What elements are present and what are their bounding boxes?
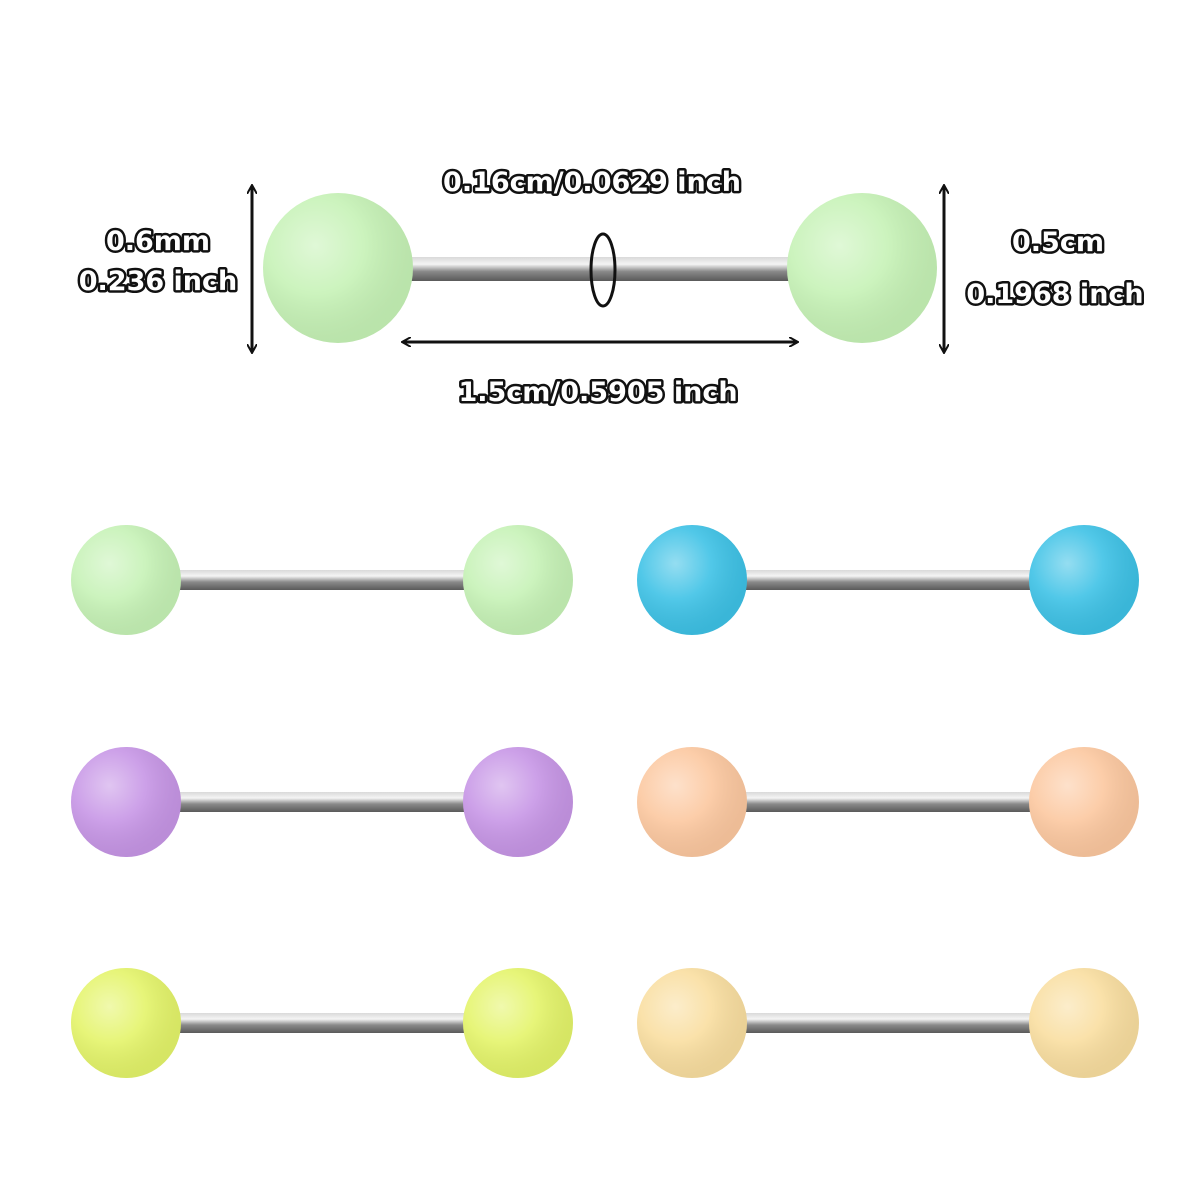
ball-shine xyxy=(71,747,181,857)
left-ball-mm-label: 0.6mm xyxy=(106,226,210,257)
barbell-green xyxy=(71,525,573,635)
bar xyxy=(166,792,478,812)
ball-shine xyxy=(1029,747,1139,857)
ball-shine xyxy=(463,968,573,1078)
ball-shine xyxy=(71,968,181,1078)
right-ball-inch-label: 0.1968 inch xyxy=(966,279,1143,310)
ball-shine xyxy=(71,525,181,635)
ball-shine xyxy=(637,525,747,635)
left-ball-inch-label: 0.236 inch xyxy=(79,266,238,297)
bar xyxy=(732,792,1044,812)
ring-gauge-label: 0.16cm/0.0629 inch xyxy=(443,167,741,198)
bar xyxy=(400,257,800,281)
barbell-purple xyxy=(71,747,573,857)
ring-gauge-icon xyxy=(589,232,617,308)
ball-shine xyxy=(463,525,573,635)
color-variants xyxy=(71,525,1139,1078)
barbell-pale-yellow xyxy=(637,968,1139,1078)
bar xyxy=(166,570,478,590)
ball-shine xyxy=(1029,968,1139,1078)
bar xyxy=(732,570,1044,590)
barbell-peach xyxy=(637,747,1139,857)
bar-length-label: 1.5cm/0.5905 inch xyxy=(458,377,737,408)
ball-shine xyxy=(637,747,747,857)
right-ball-cm-label: 0.5cm xyxy=(1012,227,1104,258)
ball-shine xyxy=(637,968,747,1078)
barbell-blue xyxy=(637,525,1139,635)
bar xyxy=(732,1013,1044,1033)
bar xyxy=(166,1013,478,1033)
ball-shine xyxy=(1029,525,1139,635)
barbell-lime xyxy=(71,968,573,1078)
ball-shine xyxy=(463,747,573,857)
featured-barbell xyxy=(263,193,937,343)
